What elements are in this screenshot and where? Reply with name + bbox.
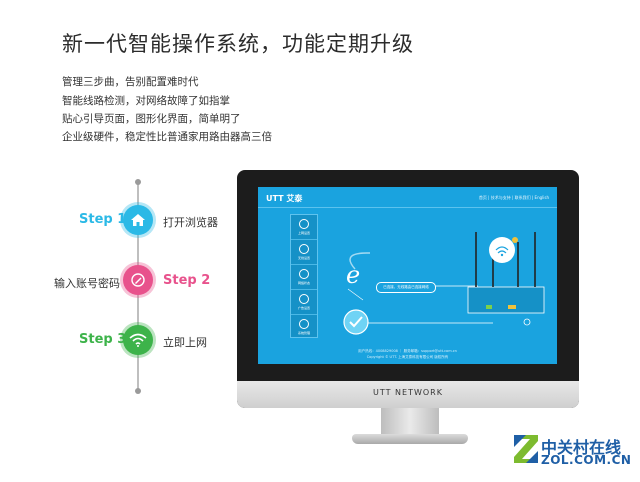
monitor-stand-base <box>352 434 468 444</box>
step2-text: 输入账号密码 <box>54 277 120 290</box>
step1-text: 打开浏览器 <box>163 216 218 229</box>
screen-sidebar: 上网设置 无线设置 网络状态 广告设置 系统管理 <box>290 214 318 338</box>
browser-ie-icon: e <box>346 261 360 289</box>
screen-logo: UTT 艾泰 <box>266 194 303 203</box>
step1-circle <box>123 205 153 235</box>
zol-logo-icon <box>514 435 538 463</box>
feature-line: 贴心引导页面，图形化界面，简单明了 <box>62 113 241 125</box>
feature-line: 智能线路检测，对网络故障了如指掌 <box>62 95 230 107</box>
sidebar-item-ads[interactable]: 广告设置 <box>291 290 317 315</box>
home-icon <box>131 214 145 226</box>
sidebar-item-status[interactable]: 网络状态 <box>291 265 317 290</box>
step2-circle <box>123 265 153 295</box>
step3-text: 立即上网 <box>163 336 207 349</box>
step3-circle <box>123 325 153 355</box>
wifi-icon <box>129 333 147 347</box>
watermark-title: 中关村在线 <box>541 438 622 457</box>
feature-line: 企业级硬件，稳定性比普通家用路由器高三倍 <box>62 131 272 143</box>
router-admin-screen: UTT 艾泰 首页 | 技术与支持 | 联系我们 | English 上网设置 … <box>258 187 557 364</box>
sidebar-item-system[interactable]: 系统管理 <box>291 315 317 339</box>
filter-icon <box>299 294 309 304</box>
sidebar-item-wireless[interactable]: 无线设置 <box>291 240 317 265</box>
pencil-icon <box>131 273 145 287</box>
feature-line: 管理三步曲，告别配置难时代 <box>62 76 199 88</box>
monitor-chin: UTT NETWORK <box>237 381 579 408</box>
check-icon <box>343 309 369 335</box>
network-diagram: e <box>343 232 545 335</box>
cloud-icon <box>299 269 309 279</box>
globe-icon <box>299 219 309 229</box>
screen-divider <box>258 207 557 208</box>
timeline-dot-top <box>135 179 141 185</box>
page-title: 新一代智能操作系统，功能定期升级 <box>62 32 414 56</box>
screen-top-nav[interactable]: 首页 | 技术与支持 | 联系我们 | English <box>478 195 549 200</box>
connection-status: 已连接，无线路由已连接网络 <box>376 282 436 293</box>
watermark-url: ZOL.COM.CN <box>541 453 632 467</box>
monitor-bezel: UTT 艾泰 首页 | 技术与支持 | 联系我们 | English 上网设置 … <box>237 170 579 408</box>
system-icon <box>299 319 309 329</box>
wifi-signal-icon <box>489 237 515 263</box>
monitor-brand-label: UTT NETWORK <box>373 388 443 397</box>
wifi-small-icon <box>299 244 309 254</box>
timeline-dot-bottom <box>135 388 141 394</box>
screen-footer: 用户热线：4008829008 ｜ 服务邮箱：support@utt.com.c… <box>358 349 457 359</box>
router-icon <box>467 286 545 314</box>
step3-label: Step 3 <box>79 332 127 347</box>
sidebar-item-internet[interactable]: 上网设置 <box>291 215 317 240</box>
step2-label: Step 2 <box>163 273 211 288</box>
step1-label: Step 1 <box>79 212 127 227</box>
monitor-stand <box>381 408 439 436</box>
